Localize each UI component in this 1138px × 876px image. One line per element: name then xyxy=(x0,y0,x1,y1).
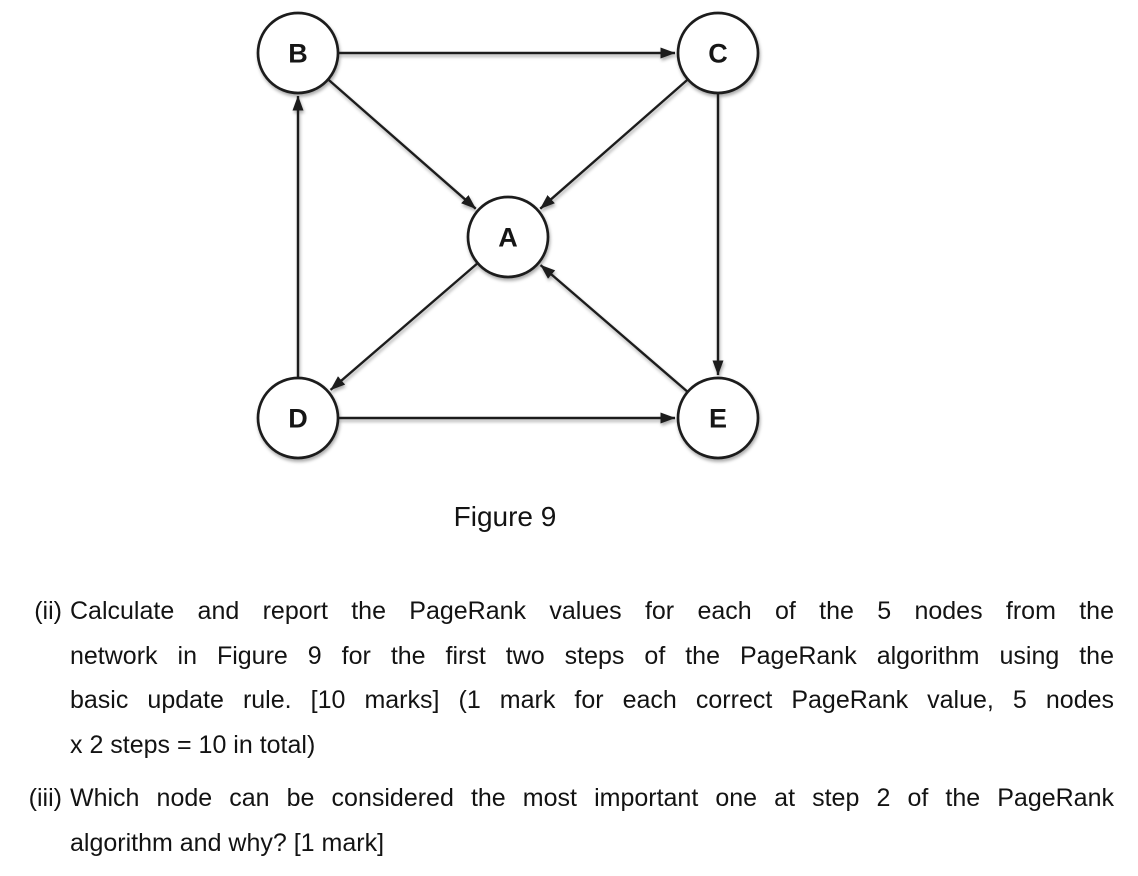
node-D-label: D xyxy=(288,404,308,434)
node-E-label: E xyxy=(709,404,727,434)
question-text-line: basic update rule. [10 marks] (1 mark fo… xyxy=(70,686,1114,714)
edge-B-A xyxy=(327,78,477,210)
question-iii: (iii) Which node can be considered the mo… xyxy=(0,776,1114,865)
node-C-label: C xyxy=(708,39,728,69)
edge-E-A xyxy=(539,264,689,393)
node-B-circle xyxy=(256,11,340,95)
node-A-circle xyxy=(466,195,550,279)
graph-root: A B C D E xyxy=(256,11,760,460)
node-E-circle xyxy=(676,376,760,460)
question-ii: (ii) Calculate and report the PageRank va… xyxy=(0,589,1114,767)
node-C-circle xyxy=(676,11,760,95)
question-text-line: network in Figure 9 for the first two st… xyxy=(70,641,1114,670)
figure-caption: Figure 9 xyxy=(453,501,557,532)
edge-A-D xyxy=(329,262,479,391)
node-D-circle xyxy=(256,376,340,460)
question-list: (ii) Calculate and report the PageRank va… xyxy=(0,589,1114,865)
question-text-line: algorithm and why? [1 mark] xyxy=(70,828,385,857)
question-label: (ii) xyxy=(34,597,62,625)
question-text-line: x 2 steps = 10 in total) xyxy=(70,730,316,759)
node-A-label: A xyxy=(498,223,518,253)
question-label: (iii) xyxy=(28,784,62,812)
figure9-graph: A B C D E xyxy=(256,11,760,460)
node-B-label: B xyxy=(288,39,308,69)
question-text-line: Which node can be considered the most im… xyxy=(70,784,1114,812)
edge-C-A xyxy=(539,78,689,210)
question-text-line: Calculate and report the PageRank values… xyxy=(70,597,1114,625)
